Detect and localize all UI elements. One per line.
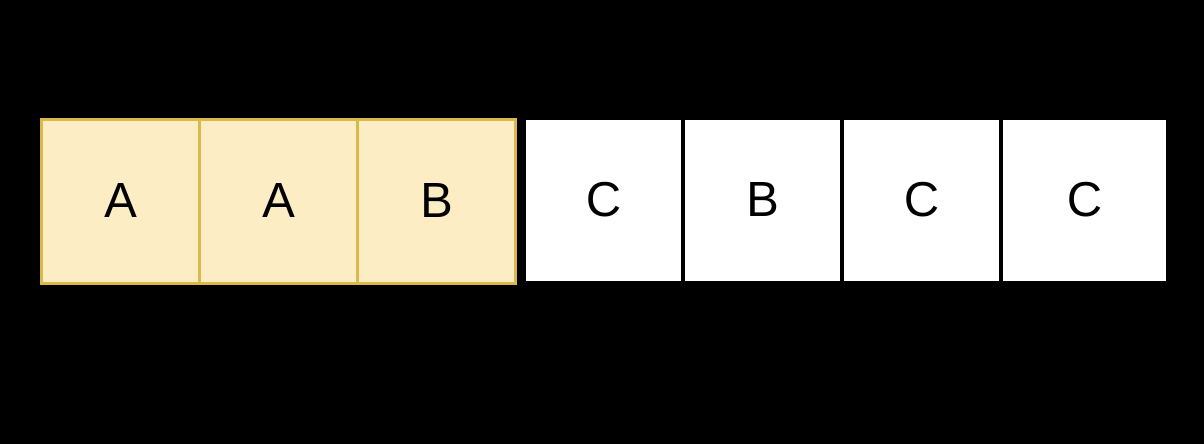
array-cell-label-4: B [746, 173, 779, 227]
array-cell-4[interactable]: B [685, 120, 840, 281]
array-cell-1[interactable]: A [201, 121, 356, 282]
array-cell-label-0: A [104, 174, 137, 228]
array-cell-0[interactable]: A [43, 121, 198, 282]
array-cell-label-1: A [262, 174, 295, 228]
array-cell-6[interactable]: C [1003, 120, 1166, 281]
array-cell-2[interactable]: B [359, 121, 514, 282]
highlighted-cell-group: A A B [40, 118, 517, 285]
plain-cell-group: C B C C [526, 120, 1166, 281]
array-cell-label-6: C [1066, 173, 1103, 227]
array-cell-label-2: B [420, 174, 453, 228]
array-cell-3[interactable]: C [526, 120, 681, 281]
array-cell-5[interactable]: C [844, 120, 999, 281]
array-cell-label-3: C [585, 173, 622, 227]
array-cell-label-5: C [903, 173, 940, 227]
